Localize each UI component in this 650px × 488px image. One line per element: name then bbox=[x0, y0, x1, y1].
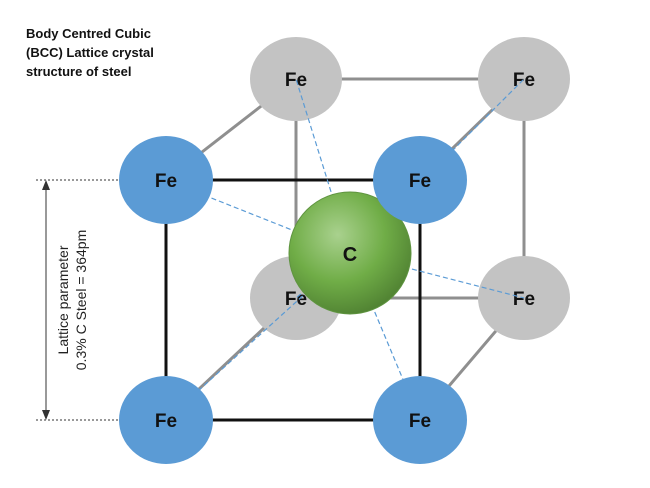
front-atom-bottom-right: Fe bbox=[373, 376, 467, 464]
atom-label: Fe bbox=[409, 411, 431, 432]
atom-label: Fe bbox=[513, 70, 535, 91]
bond-back-bottom-right bbox=[349, 252, 525, 299]
title-line-2: (BCC) Lattice crystal bbox=[26, 45, 154, 60]
atom-label: Fe bbox=[285, 289, 307, 310]
back-atom-top-right: Fe bbox=[478, 37, 570, 121]
carbon-atom-center: C bbox=[288, 191, 412, 315]
atom-label: Fe bbox=[409, 171, 431, 192]
front-atom-top-left: Fe bbox=[119, 136, 213, 224]
atom-label: C bbox=[343, 244, 357, 266]
front-atom-top-right: Fe bbox=[373, 136, 467, 224]
atom-label: Fe bbox=[155, 171, 177, 192]
atom-label: Fe bbox=[155, 411, 177, 432]
bond-back-top-left bbox=[295, 78, 351, 254]
arrow-down-icon bbox=[42, 410, 50, 420]
arrow-up-icon bbox=[42, 180, 50, 190]
atom-label: Fe bbox=[513, 289, 535, 310]
title-line-1: Body Centred Cubic bbox=[26, 26, 151, 41]
lattice-parameter-value: 0.3% C Steel = 364pm bbox=[73, 230, 89, 370]
back-atom-top-left: Fe bbox=[250, 37, 342, 121]
bond-front-bottom-right bbox=[349, 252, 421, 421]
title-line-3: structure of steel bbox=[26, 64, 132, 79]
diagram-title: Body Centred Cubic (BCC) Lattice crystal… bbox=[26, 24, 186, 81]
lattice-parameter-label: Lattice parameter bbox=[55, 245, 71, 354]
lattice-parameter-dimension: Lattice parameter 0.3% C Steel = 364pm bbox=[36, 179, 120, 421]
front-atom-bottom-left: Fe bbox=[119, 376, 213, 464]
